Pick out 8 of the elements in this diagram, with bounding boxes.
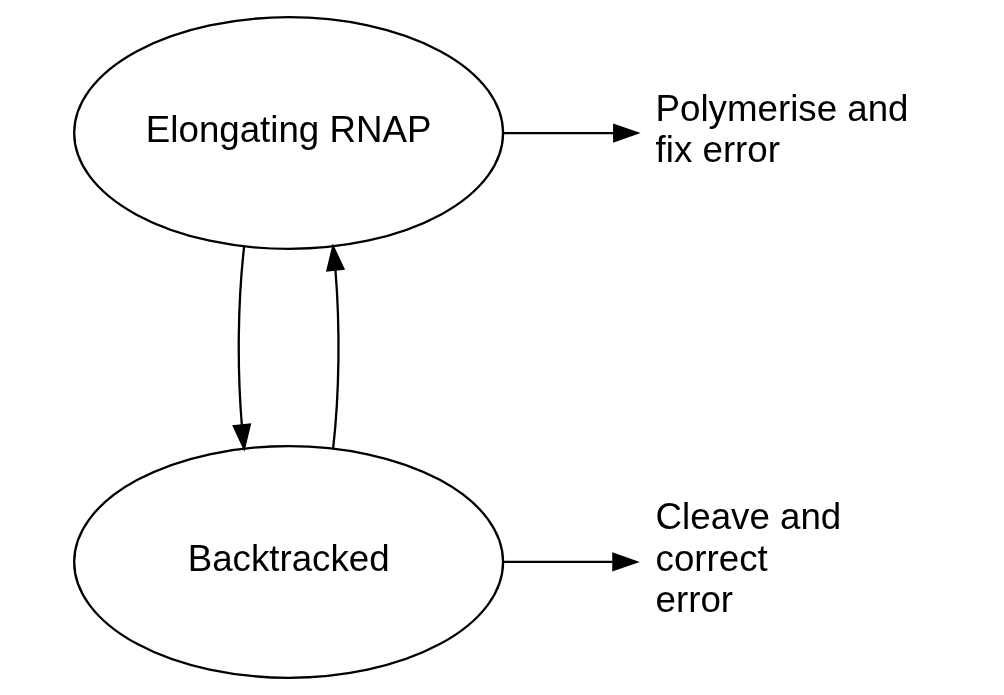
node-ellipse: Backtracked bbox=[72, 444, 504, 679]
arrow bbox=[502, 123, 641, 143]
arrow bbox=[231, 246, 251, 452]
node-ellipse: Elongating RNAP bbox=[72, 16, 504, 251]
node-text: Polymerise and fix error bbox=[655, 88, 908, 171]
arrow bbox=[325, 243, 345, 449]
node-text: Cleave and correct error bbox=[655, 496, 841, 620]
arrow bbox=[503, 552, 640, 572]
